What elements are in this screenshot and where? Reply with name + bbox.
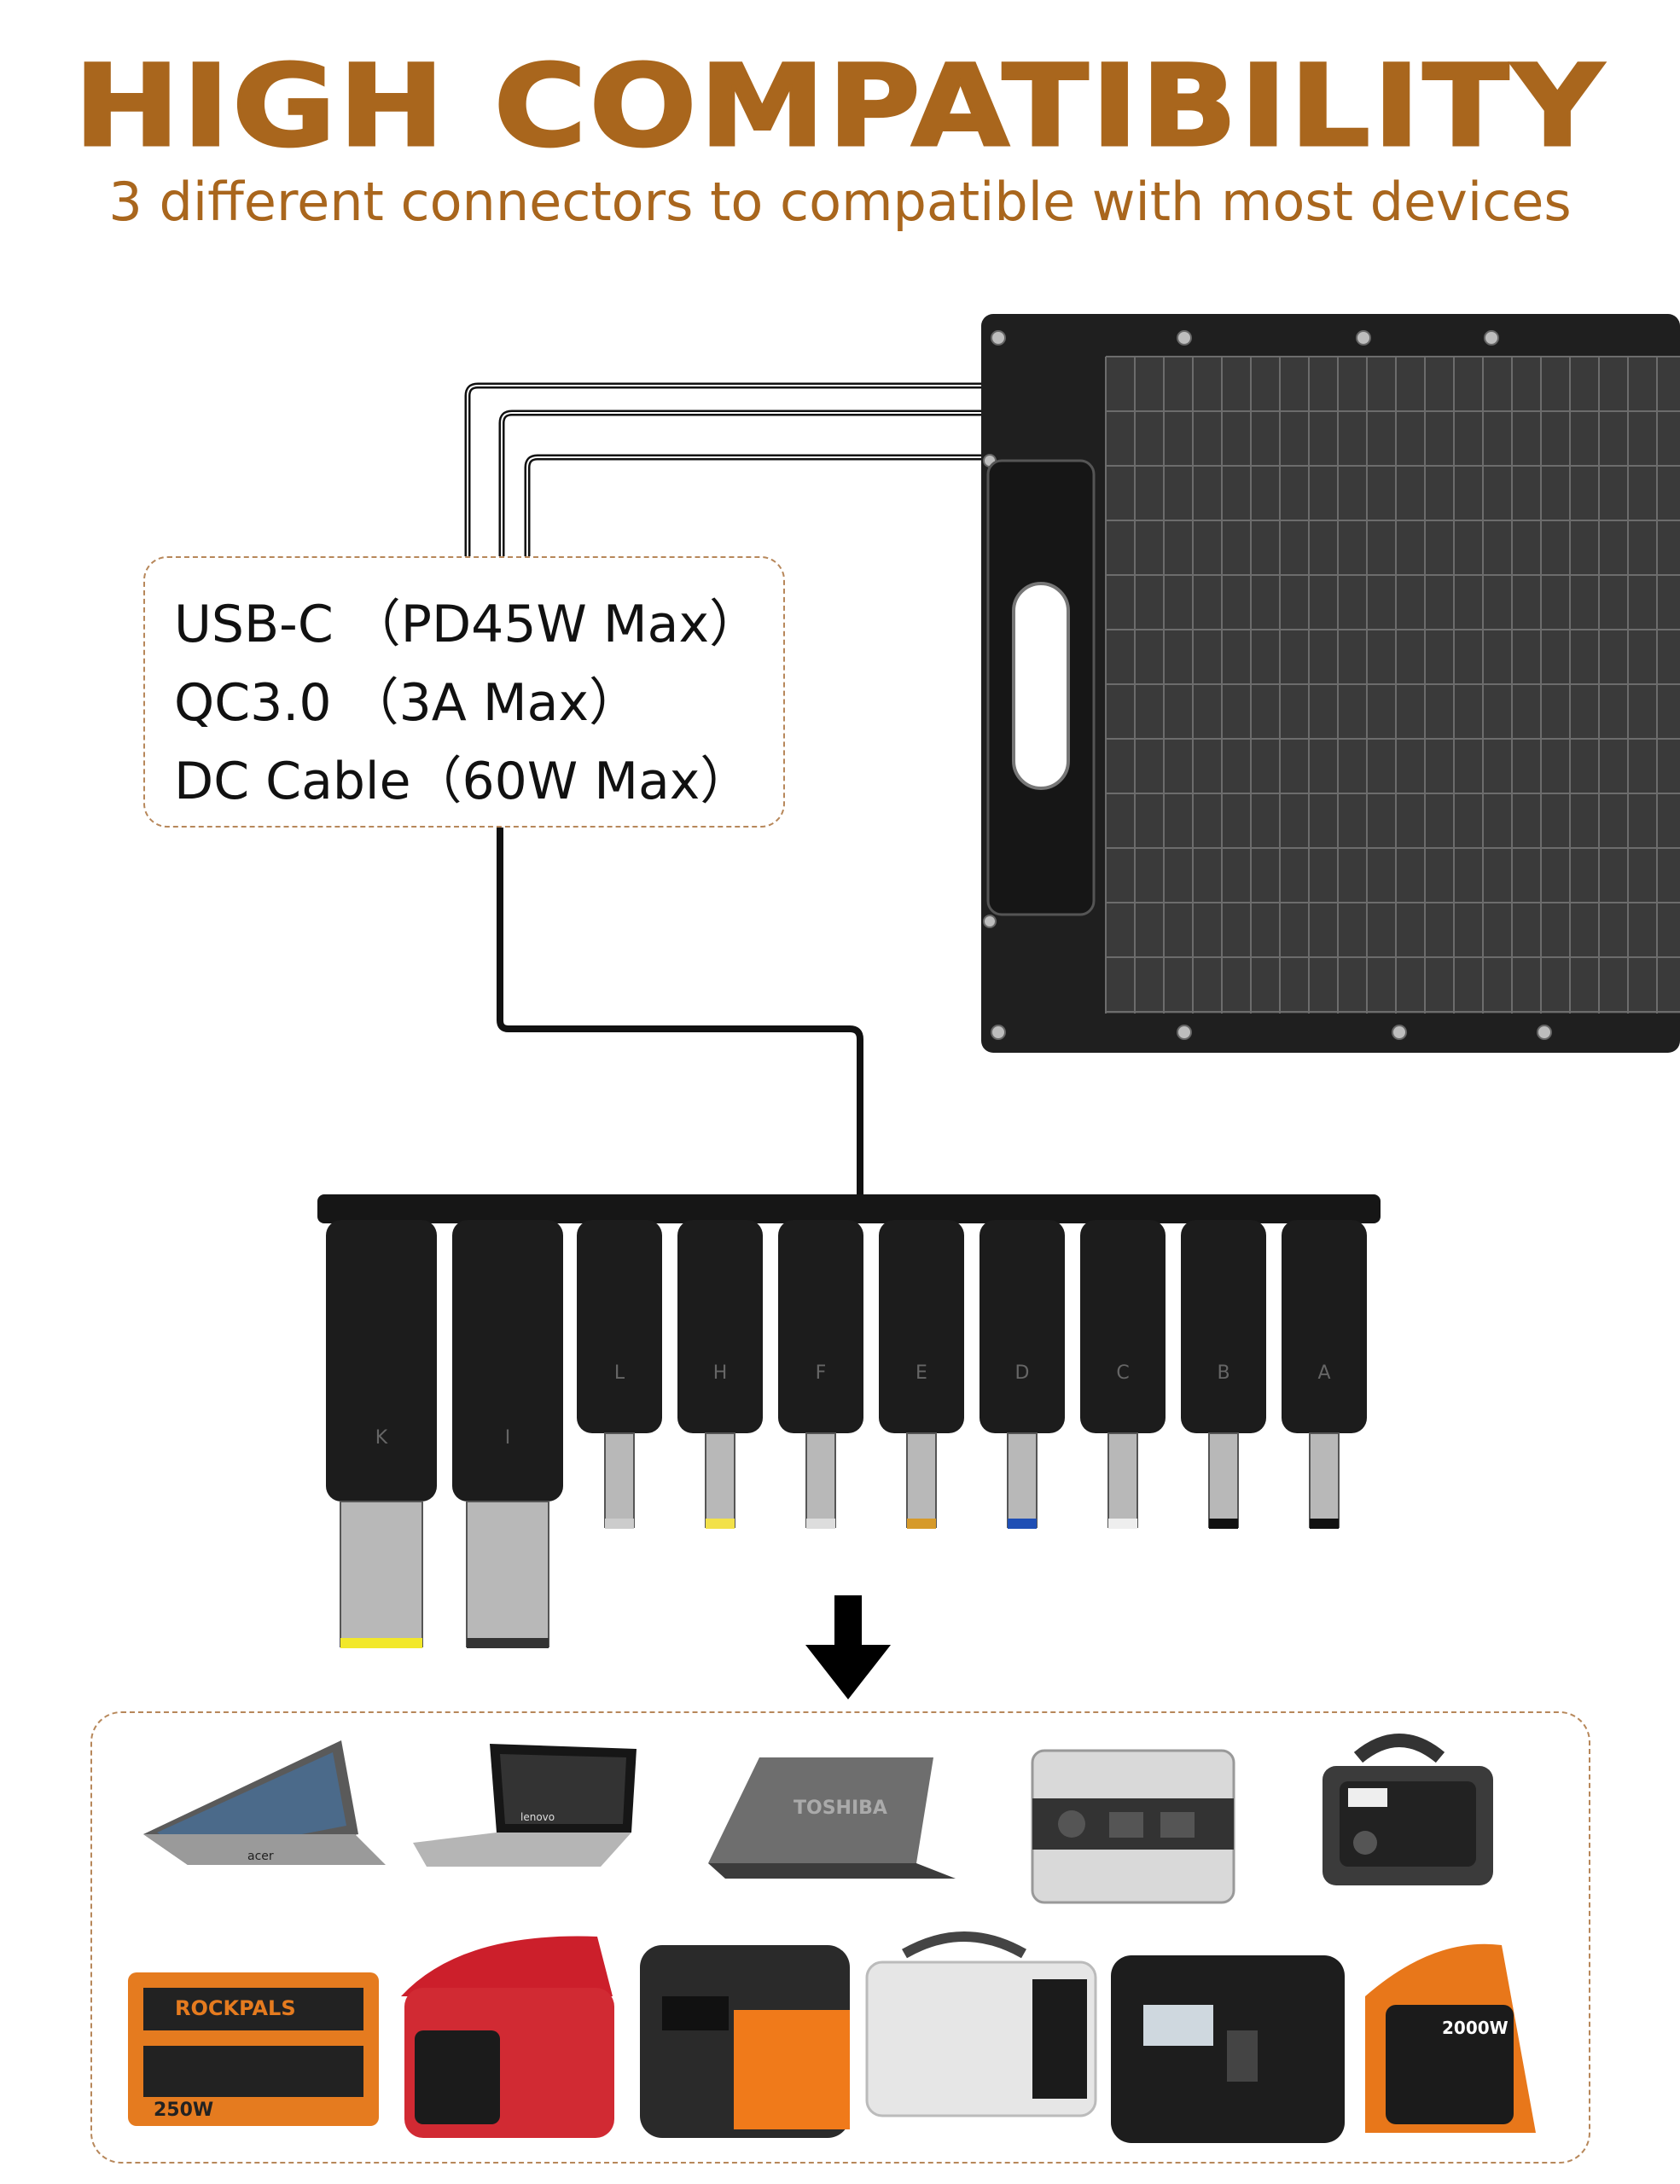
adapter-tip-label: E [916,1362,927,1384]
power-station-orange-image [640,1945,850,2138]
adapter-tip-label: L [614,1362,625,1384]
page-title: HIGH COMPATIBILITY [73,40,1607,174]
generator-watt-label: 2000W [1442,2018,1509,2038]
compatible-devices-box [90,1711,1590,2164]
adapter-tip-label: K [375,1427,388,1449]
adapter-tip-a: A [1282,1220,1367,1529]
adapter-tip-label: B [1217,1362,1229,1384]
laptop-acer-image: acer [143,1740,386,1865]
power-station-silver-image [865,1931,1097,2117]
laptop-lenovo-image: lenovo [413,1744,637,1867]
solar-panel [981,314,1680,1053]
usb-cables [464,382,990,558]
arrow-down-icon [805,1595,891,1699]
product-illustration: K I L H F E D C B A [317,314,1680,1699]
adapter-tip-label: H [713,1362,728,1384]
adapter-tip-label: F [816,1362,827,1384]
acer-label: acer [247,1850,274,1863]
power-station-black-image [1111,1955,1345,2143]
adapter-rack: K I L H F E D C B A [317,1194,1381,1648]
power-station-2-image [1322,1734,1493,1885]
adapter-tip-i: I [452,1220,563,1648]
spec-line-dc: DC Cable（60W Max） [174,752,752,811]
laptop-toshiba-image: TOSHIBA [708,1757,956,1879]
adapter-tip-l: L [577,1220,662,1529]
adapter-tip-f: F [778,1220,863,1529]
rockpals-watt-label: 250W [154,2100,213,2121]
adapter-tip-d: D [980,1220,1065,1529]
adapter-tip-h: H [677,1220,763,1529]
spec-line-usbc: USB-C （PD45W Max） [174,595,760,654]
connector-spec-box: USB-C （PD45W Max） QC3.0 （3A Max） DC Cabl… [143,556,785,828]
rockpals-label: ROCKPALS [175,1996,296,2020]
generator-orange-image: 2000W [1365,1943,1536,2133]
adapter-tip-k: K [326,1220,437,1648]
adapter-tip-label: I [505,1427,511,1449]
adapter-tip-label: D [1015,1362,1030,1384]
adapter-tip-c: C [1080,1220,1166,1529]
usb-cables-inner [467,385,990,558]
toshiba-label: TOSHIBA [793,1798,887,1819]
adapter-tip-label: A [1317,1362,1330,1384]
generator-red-image [401,1936,614,2138]
power-station-1-image [1031,1749,1235,1904]
lenovo-label: lenovo [520,1811,555,1823]
dc-cable [497,828,863,1194]
adapter-tip-label: C [1116,1362,1129,1384]
power-station-rockpals-image: ROCKPALS 250W [128,1972,379,2126]
spec-line-qc: QC3.0 （3A Max） [174,673,640,733]
adapter-tip-e: E [879,1220,964,1529]
page-subtitle: 3 different connectors to compatible wit… [108,171,1572,233]
compatible-devices: acer lenovo TOSHIBA ROCKPALS 250W [128,1734,1536,2143]
adapter-tip-b: B [1181,1220,1266,1529]
